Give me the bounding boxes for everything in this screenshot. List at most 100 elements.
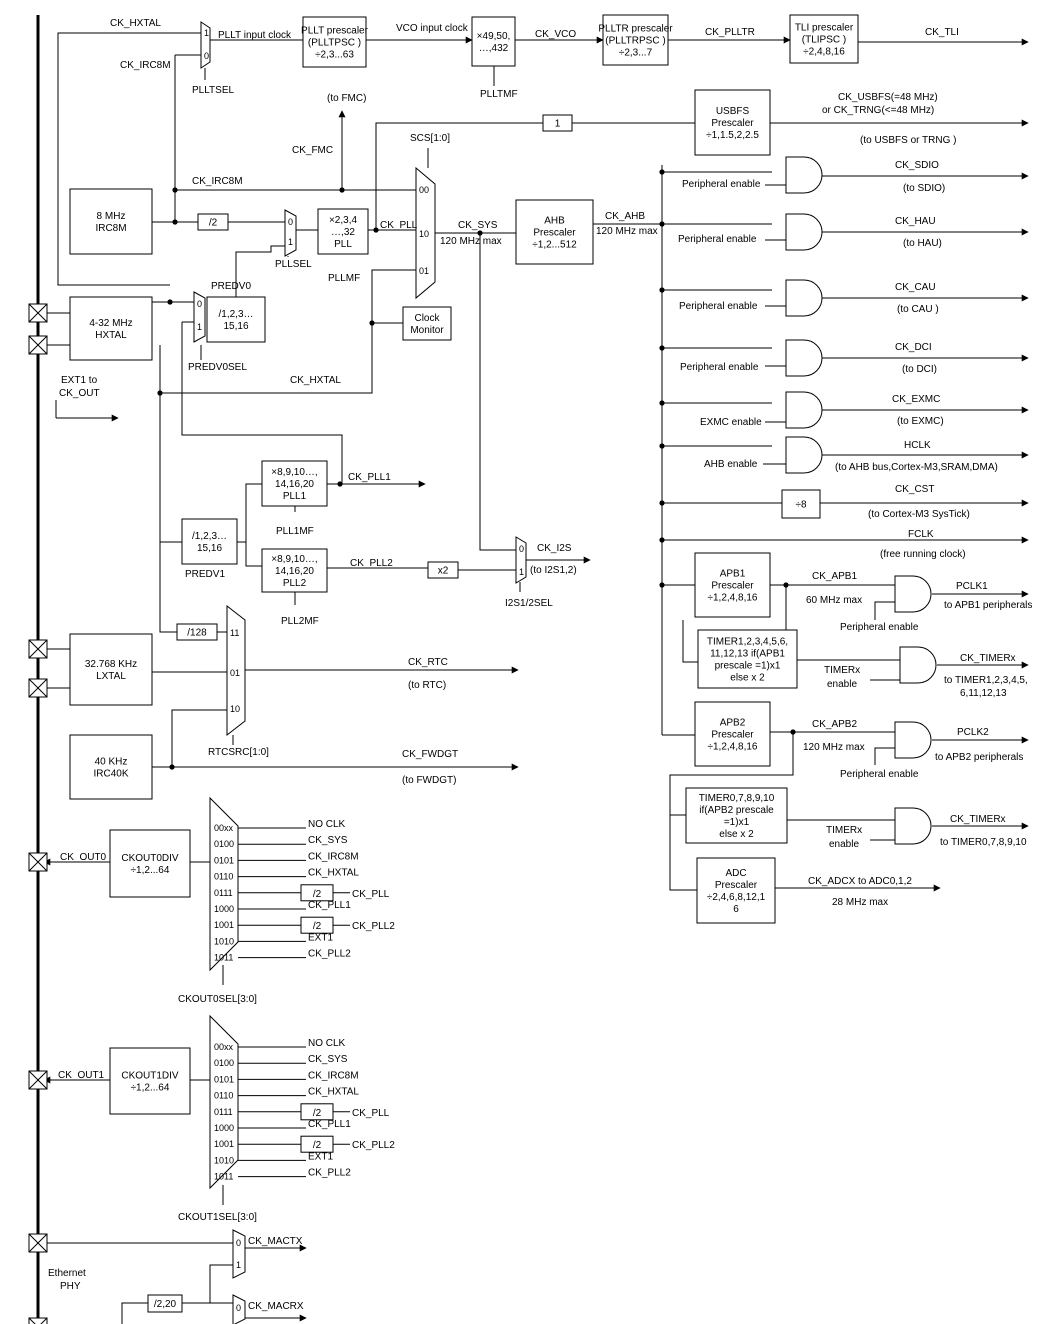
predv0-source-mux-shape xyxy=(193,291,206,343)
label-scs: SCS[1:0] xyxy=(410,133,450,144)
adc-prescaler-line: ADC xyxy=(725,868,746,879)
tli-prescaler: TLI prescaler(TLIPSC )÷2,4,8,16 xyxy=(789,14,859,64)
irc40k-oscillator-line: 40 KHz xyxy=(95,757,128,768)
ckout1-row-code: 1000 xyxy=(214,1123,234,1133)
label-ck-irc8m-a: CK_IRC8M xyxy=(120,60,171,71)
ckout1-row-label: CK_IRC8M xyxy=(308,1070,359,1081)
label-ck-hxtal-b: CK_HXTAL xyxy=(290,375,341,386)
macrx-mux: 0 xyxy=(232,1294,246,1324)
label-ck-timerx2: CK_TIMERx xyxy=(950,814,1006,825)
system-clock-mux-code: 00 xyxy=(419,185,429,195)
label-eth-b: PHY xyxy=(60,1281,81,1292)
timer0-multiplier-line: if(APB2 prescale xyxy=(699,805,774,816)
lxtal-oscillator-frame xyxy=(69,633,153,706)
pll1-multiplier-line: 14,16,20 xyxy=(275,479,314,490)
irc40k-oscillator-line: IRC40K xyxy=(93,769,128,780)
predv0-source-mux: 01 xyxy=(193,291,206,343)
ckout1-row-code: 0100 xyxy=(214,1058,234,1068)
pll-source-mux-code: 1 xyxy=(288,237,293,247)
ckout1-row-label: CK_PLL2 xyxy=(308,1168,351,1179)
label-free-run: (free running clock) xyxy=(880,549,966,560)
pin-ck-out0 xyxy=(28,852,48,872)
label-ck-i2s: CK_I2S xyxy=(537,543,572,554)
and-gate-cau xyxy=(785,279,823,317)
rtc-source-mux-code: 01 xyxy=(230,668,240,678)
and-gate-exmc xyxy=(785,391,823,429)
pllt-prescaler: PLLT prescaler(PLLTPSC )÷2,3...63 xyxy=(301,16,369,68)
ckout0-row-label: CK_IRC8M xyxy=(308,851,359,862)
hxtal-oscillator-frame xyxy=(69,296,153,361)
timer0-multiplier-line: TIMER0,7,8,9,10 xyxy=(699,793,775,804)
system-clock-mux-code: 01 xyxy=(419,266,429,276)
label-timerx-en1a: TIMERx xyxy=(824,665,860,676)
label-pe-cau: Peripheral enable xyxy=(679,301,758,312)
pin-osc32-in-cross xyxy=(28,639,48,659)
label-exmc-en: EXMC enable xyxy=(700,417,762,428)
timer1-multiplier-line: else x 2 xyxy=(730,673,765,684)
pll-source-mux-shape xyxy=(284,209,297,257)
system-clock-mux-code: 10 xyxy=(419,229,429,239)
junction-dot xyxy=(659,537,665,543)
pll1-multiplier-line: PLL1 xyxy=(283,491,307,502)
label-pe-hau: Peripheral enable xyxy=(678,234,757,245)
ckout0-divider-line: CKOUT0DIV xyxy=(121,853,179,864)
divider-2-20-line: /2,20 xyxy=(154,1299,177,1310)
system-clock-mux-shape xyxy=(415,166,436,300)
and-gate-pclk2-shape xyxy=(894,721,932,759)
label-rtcsrc: RTCSRC[1:0] xyxy=(208,747,269,758)
pin-osc-in xyxy=(28,303,48,323)
ckout1-divider: CKOUT1DIV÷1,2...64 xyxy=(109,1047,191,1115)
pll-multiplier-frame xyxy=(317,208,369,255)
label-ck-pll1: CK_PLL1 xyxy=(348,472,391,483)
and-gate-cau-shape xyxy=(785,279,823,317)
ckout0-row-code: 0111 xyxy=(214,888,233,898)
pin-ck-out1 xyxy=(28,1070,48,1090)
timer0-multiplier-frame xyxy=(685,787,788,844)
and-gate-hau-shape xyxy=(785,213,823,251)
divider-128: /128 xyxy=(176,623,218,641)
label-vco-input: VCO input clock xyxy=(396,23,469,34)
pin-osc32-out xyxy=(28,678,48,698)
macrx-mux-code: 0 xyxy=(236,1303,241,1313)
lxtal-oscillator-line: 32.768 KHz xyxy=(85,659,137,670)
ckout1-row-label: CK_SYS xyxy=(308,1054,348,1065)
irc40k-oscillator-frame xyxy=(69,734,153,800)
pll-source-mux: 01 xyxy=(284,209,297,257)
divider-2-line: /2 xyxy=(209,218,218,229)
pll-multiplier-line: ×2,3,4 xyxy=(329,215,358,226)
label-ck-adcx: CK_ADCX to ADC0,1,2 xyxy=(808,876,912,887)
usbfs-prescaler-frame xyxy=(694,89,771,156)
pin-mactx xyxy=(28,1233,48,1253)
junction-dot xyxy=(172,219,178,225)
label-adc-max: 28 MHz max xyxy=(832,897,888,908)
ckout1-divider-line: CKOUT1DIV xyxy=(121,1071,179,1082)
and-gate-timer1 xyxy=(899,646,937,684)
divider-8: ÷8 xyxy=(781,489,821,519)
pin-macrx-cross xyxy=(40,1317,48,1324)
junction-dot xyxy=(373,227,379,233)
hxtal-oscillator-line: HXTAL xyxy=(95,330,127,341)
label-ck-apb1: CK_APB1 xyxy=(812,571,857,582)
ckout1-row-divider-label: /2 xyxy=(313,1108,322,1119)
label-ck-exmc: CK_EXMC xyxy=(892,394,940,405)
i2s-source-mux-code: 0 xyxy=(519,544,524,554)
label-to-timer1a: to TIMER1,2,3,4,5, xyxy=(944,675,1028,686)
and-gate-hau xyxy=(785,213,823,251)
ckout0-row-label: CK_SYS xyxy=(308,835,348,846)
label-ck-fmc: CK_FMC xyxy=(292,145,333,156)
label-to-fmc: (to FMC) xyxy=(327,93,366,104)
timer1-multiplier-line: 11,12,13 if(APB1 xyxy=(710,649,785,660)
mactx-mux: 01 xyxy=(232,1229,246,1279)
label-to-cau: (to CAU ) xyxy=(897,304,939,315)
ckout1-row-code: 0110 xyxy=(214,1091,233,1101)
i2s-source-mux-code: 1 xyxy=(519,567,524,577)
ckout1-row-label: NO CLK xyxy=(308,1038,346,1049)
label-apb2-max: 120 MHz max xyxy=(803,742,865,753)
label-to-exmc: (to EXMC) xyxy=(897,416,944,427)
pin-macrx xyxy=(28,1317,48,1324)
